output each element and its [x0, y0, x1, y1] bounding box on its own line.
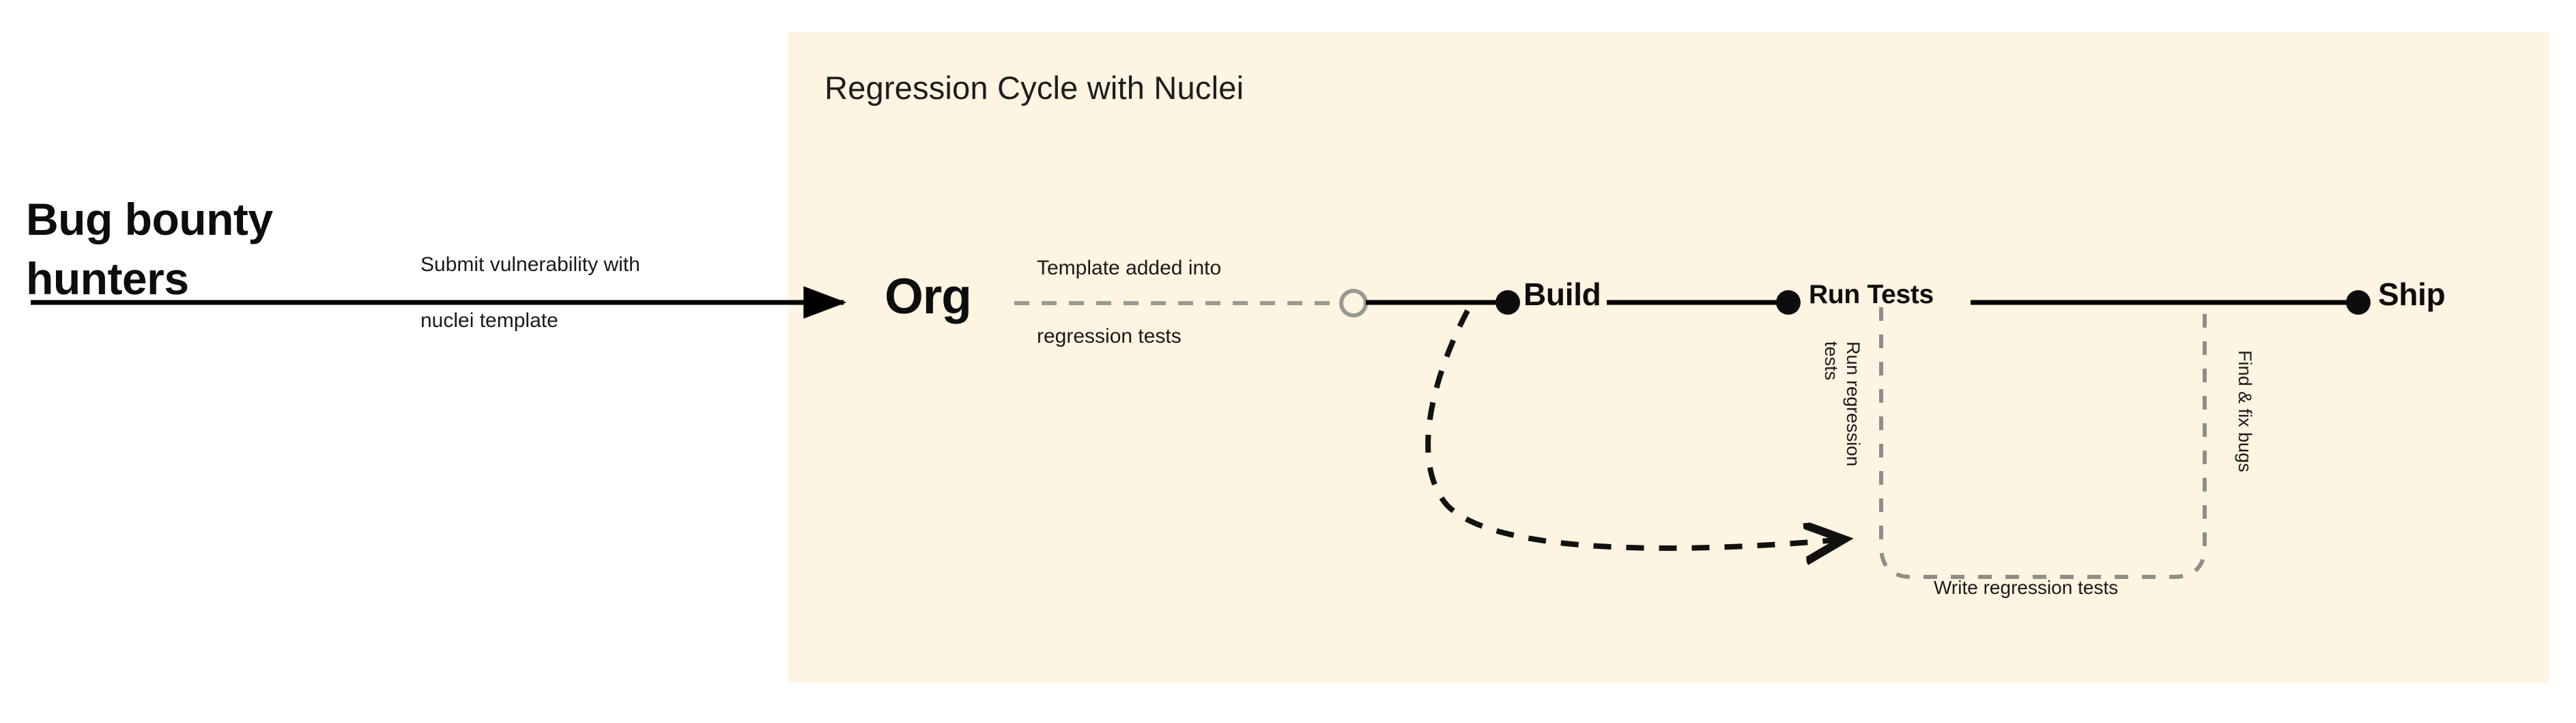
ship-dot-marker — [2346, 290, 2371, 315]
loop-label-find-and-fix-bugs: Find & fix bugs — [2235, 350, 2255, 472]
node-label-ship[interactable]: Ship — [2378, 277, 2446, 312]
loop-label-write-regression-tests: Write regression tests — [1934, 577, 2119, 598]
submit-edge-label-line1: Submit vulnerability with — [420, 253, 640, 276]
actor-label-line2: hunters — [26, 253, 189, 304]
loop-label-run-regression-tests: Run regression tests — [1821, 341, 1863, 467]
feedback-dashed-arrow — [1425, 309, 1843, 548]
submit-edge-label-line2: nuclei template — [420, 309, 558, 332]
checkpoint-circle-marker — [1339, 289, 1368, 317]
node-label-build[interactable]: Build — [1523, 277, 1601, 312]
page-title: Regression Cycle with Nuclei — [825, 70, 1244, 106]
actor-label-line1: Bug bounty — [26, 194, 273, 244]
build-dot-marker — [1495, 290, 1520, 315]
node-label-run-tests[interactable]: Run Tests — [1809, 280, 1934, 309]
template-edge-label-line1: Template added into — [1037, 257, 1222, 279]
panel-background — [788, 32, 2549, 683]
runtests-dot-marker — [1776, 290, 1801, 315]
template-edge-label-line2: regression tests — [1037, 325, 1182, 348]
regression-loop-bracket — [1879, 307, 2207, 579]
node-label-org[interactable]: Org — [885, 269, 972, 324]
